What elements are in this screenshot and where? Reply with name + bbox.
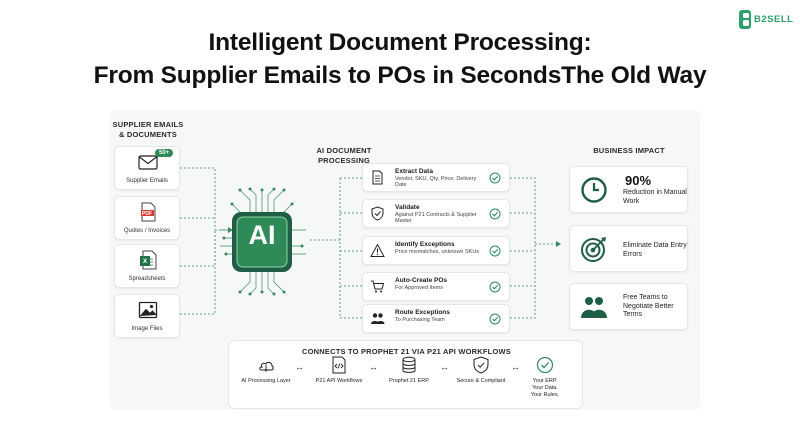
impact-card-errors: Eliminate Data Entry Errors [569, 225, 688, 272]
clock-icon [581, 177, 607, 203]
p21-connection-heading: CONNECTS TO PROPHET 21 VIA P21 API WORKF… [302, 347, 511, 356]
footer-item-erp: Prophet 21 ERP [379, 356, 439, 385]
step-desc: For Approved Items [395, 285, 443, 291]
check-circle-icon [536, 356, 554, 374]
footer-item-label: Prophet 21 ERP [389, 378, 429, 384]
email-count-badge: 50+ [155, 149, 174, 157]
envelope-icon [138, 155, 158, 170]
check-icon [489, 245, 501, 257]
impact-text: Free Teams to Negotiate Better Terms [623, 294, 674, 318]
sources-heading: SUPPLIER EMAILS & DOCUMENTS [112, 120, 184, 139]
step-route-exceptions: Route Exceptions To Purchasing Team [362, 304, 510, 333]
step-desc: Vendor, SKU, Qty, Price, Delivery Date [395, 176, 477, 189]
source-card-emails: 50+ Supplier Emails [114, 146, 180, 190]
source-label-emails: Supplier Emails [126, 178, 168, 184]
pdf-badge: PDF [142, 211, 152, 217]
impact-text: Eliminate Data Entry Errors [623, 242, 687, 258]
shield-icon [473, 356, 489, 374]
source-card-invoices: PDF Quotes / Invoices [114, 196, 180, 240]
step-extract-data: Extract Data Vendor, SKU, Qty, Price, De… [362, 163, 510, 192]
people-icon [371, 313, 385, 324]
ai-chip [232, 212, 292, 272]
code-icon [332, 356, 346, 374]
b2sell-logo [739, 10, 751, 29]
cart-icon [371, 280, 385, 293]
step-auto-create-pos: Auto-Create POs For Approved Items [362, 272, 510, 301]
arrow-icon: ↔ [369, 362, 378, 372]
footer-item-secure: Secure & Compliant [451, 356, 511, 385]
database-icon [402, 356, 416, 373]
cloud-icon [259, 361, 274, 372]
footer-item-label: AI Processing Layer [241, 378, 291, 384]
team-icon [581, 297, 607, 318]
ai-chip-label: AI [248, 220, 276, 250]
source-card-images: Image Files [114, 294, 180, 338]
check-icon [489, 281, 501, 293]
impact-card-manual-work: 90% Reduction in Manual Work [569, 166, 688, 213]
step-title: Route Exceptions [395, 309, 450, 316]
step-title: Auto-Create POs [395, 277, 448, 284]
step-desc: Against P21 Contracts & Supplier Master [395, 212, 477, 225]
footer-item-your-erp: Your ERP. Your Data. Your Rules. [515, 356, 575, 398]
business-impact-heading: BUSINESS IMPACT [593, 146, 665, 155]
check-icon [489, 208, 501, 220]
footer-item-ai-layer: AI Processing Layer [236, 356, 296, 385]
spreadsheet-icon [140, 250, 157, 270]
impact-text: Reduction in Manual Work [623, 189, 687, 205]
image-icon [138, 301, 158, 319]
source-label-spreadsheets: Spreadsheets [128, 276, 166, 282]
footer-item-label: Secure & Compliant [456, 378, 506, 384]
footer-item-api: P21 API Workflows [309, 356, 369, 385]
arrow-icon: ↔ [440, 362, 449, 372]
ai-processing-heading: AI DOCUMENT PROCESSING [316, 146, 372, 165]
source-label-images: Image Files [131, 326, 163, 332]
pdf-icon [141, 202, 156, 222]
warning-icon [370, 243, 385, 257]
step-title: Validate [395, 204, 420, 211]
step-title: Extract Data [395, 168, 433, 175]
step-desc: To Purchasing Team [395, 317, 445, 323]
step-validate: Validate Against P21 Contracts & Supplie… [362, 199, 510, 228]
footer-item-label: Your ERP. Your Data. Your Rules. [530, 378, 560, 398]
step-desc: Price mismatches, unknown SKUs [395, 249, 480, 255]
arrow-icon: ↔ [511, 362, 520, 372]
source-label-invoices: Quotes / Invoices [123, 228, 171, 234]
title-line-2: From Supplier Emails to POs in SecondsTh… [93, 62, 707, 89]
step-identify-exceptions: Identify Exceptions Price mismatches, un… [362, 236, 510, 265]
footer-item-label: P21 API Workflows [315, 378, 363, 384]
p21-connection-panel: CONNECTS TO PROPHET 21 VIA P21 API WORKF… [228, 340, 583, 409]
check-icon [489, 172, 501, 184]
impact-card-teams: Free Teams to Negotiate Better Terms [569, 283, 688, 330]
impact-stat: 90% [625, 173, 652, 188]
target-icon [581, 237, 606, 262]
title-line-1: Intelligent Document Processing: [208, 29, 592, 56]
source-card-spreadsheets: X Spreadsheets [114, 244, 180, 288]
shield-check-icon [371, 206, 384, 221]
check-icon [489, 313, 501, 325]
arrow-icon: ↔ [295, 362, 304, 372]
step-title: Identify Exceptions [395, 241, 455, 248]
excel-badge: X [142, 258, 148, 265]
document-icon [372, 170, 383, 185]
logo-text: B2SELL [754, 14, 794, 25]
